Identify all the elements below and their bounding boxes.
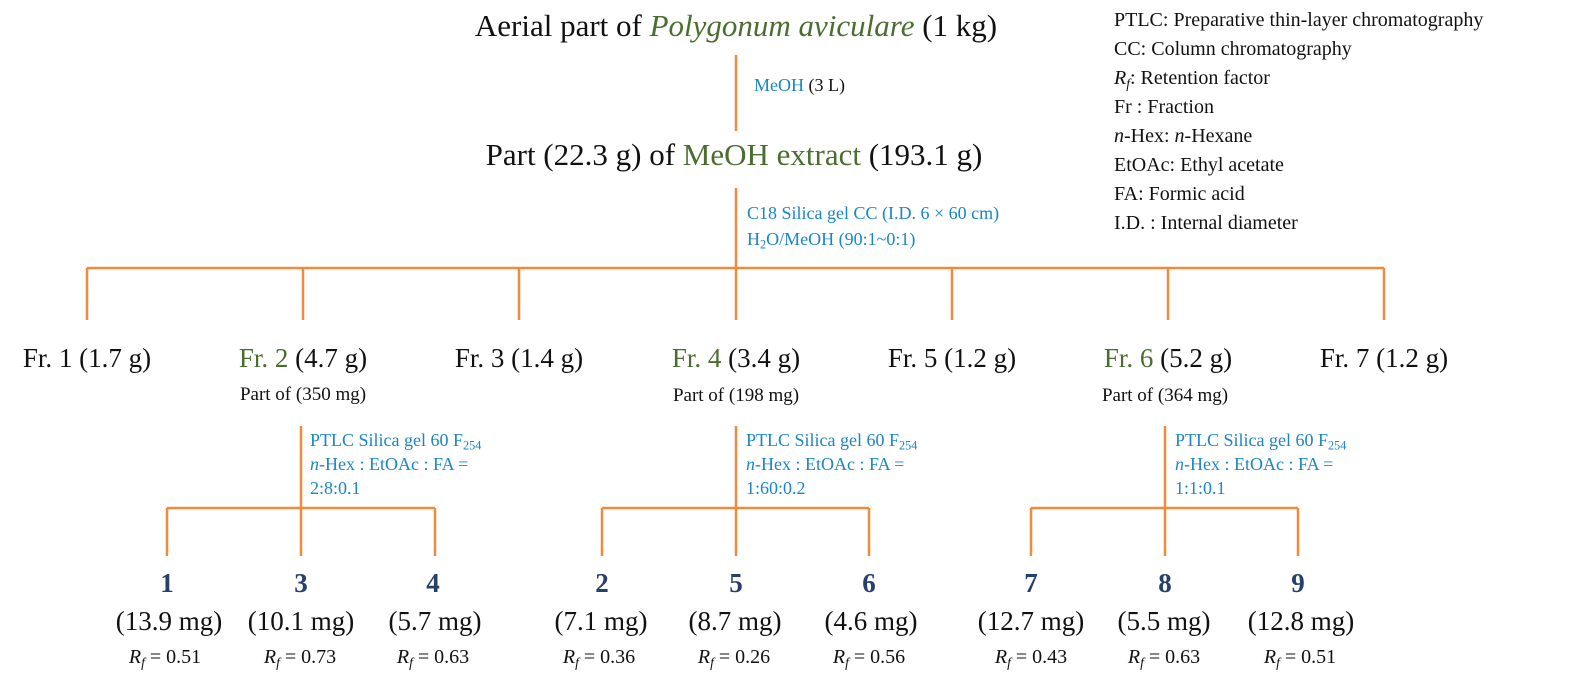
compound-5-rf: Rf = 0.26 — [697, 646, 771, 671]
compound-9-rf: Rf = 0.51 — [1263, 646, 1337, 671]
source-prefix: Aerial part of — [474, 8, 650, 43]
compound-4-rf: Rf = 0.63 — [396, 646, 470, 671]
fraction-2-portion: Part of (350 mg) — [239, 384, 367, 405]
fraction-2: Fr. 2 (4.7 g) — [238, 343, 368, 373]
legend-cc: CC: Column chromatography — [1114, 38, 1352, 60]
fraction-4: Fr. 4 (3.4 g) — [671, 343, 801, 373]
compound-1-mass: (13.9 mg) — [115, 606, 223, 636]
fraction-4-portion: Part of (198 mg) — [672, 385, 800, 406]
fraction-1: Fr. 1 (1.7 g) — [22, 343, 152, 373]
compound-3-mass: (10.1 mg) — [247, 606, 355, 636]
legend-ptlc: PTLC: Preparative thin-layer chromatogra… — [1114, 9, 1484, 31]
compound-7-rf: Rf = 0.43 — [994, 646, 1068, 671]
compound-2-id: 2 — [595, 568, 609, 598]
compound-3-rf: Rf = 0.73 — [263, 646, 337, 671]
extract-mass: (193.1 g) — [860, 137, 983, 172]
legend-rf: Rf: Retention factor — [1114, 67, 1270, 92]
compound-3-id: 3 — [294, 568, 308, 598]
ptlc-step-fr4: PTLC Silica gel 60 F254 n-Hex : EtOAc : … — [746, 430, 918, 498]
compound-4-mass: (5.7 mg) — [388, 606, 482, 636]
compound-7-mass: (12.7 mg) — [977, 606, 1085, 636]
legend-fraction: Fr : Fraction — [1114, 96, 1214, 118]
extraction-volume: (3 L) — [804, 75, 845, 95]
source-material: Aerial part of Polygonum aviculare (1 kg… — [475, 8, 997, 44]
compound-1-id: 1 — [160, 568, 174, 598]
abbreviation-legend: PTLC: Preparative thin-layer chromatogra… — [1114, 6, 1483, 238]
legend-id: I.D. : Internal diameter — [1114, 212, 1298, 234]
legend-fa: FA: Formic acid — [1114, 183, 1245, 205]
legend-nhex: n-Hex: n-Hexane — [1114, 125, 1253, 147]
extract-name: MeOH extract — [682, 137, 861, 172]
compound-6-rf: Rf = 0.56 — [832, 646, 906, 671]
column-description: C18 Silica gel CC (I.D. 6 × 60 cm) — [747, 203, 1000, 223]
compound-2-mass: (7.1 mg) — [554, 606, 648, 636]
extraction-step: MeOH (3 L) — [754, 75, 845, 96]
fraction-7: Fr. 7 (1.2 g) — [1319, 343, 1449, 373]
ptlc-step-fr6: PTLC Silica gel 60 F254 n-Hex : EtOAc : … — [1175, 430, 1347, 498]
compound-9-mass: (12.8 mg) — [1247, 606, 1355, 636]
fraction-5: Fr. 5 (1.2 g) — [887, 343, 1017, 373]
compound-5-mass: (8.7 mg) — [688, 606, 782, 636]
species-name: Polygonum aviculare — [649, 8, 915, 43]
compound-2-rf: Rf = 0.36 — [562, 646, 636, 671]
fraction-3: Fr. 3 (1.4 g) — [454, 343, 584, 373]
extract-prefix: Part (22.3 g) of — [485, 137, 683, 172]
compound-8-mass: (5.5 mg) — [1117, 606, 1211, 636]
legend-etoac: EtOAc: Ethyl acetate — [1114, 154, 1284, 176]
compound-1-rf: Rf = 0.51 — [128, 646, 202, 671]
compound-6-id: 6 — [862, 568, 876, 598]
column-eluent: H2O/MeOH (90:1~0:1) — [747, 229, 916, 252]
extraction-solvent: MeOH — [754, 75, 804, 95]
compound-7-id: 7 — [1024, 568, 1038, 598]
compound-5-id: 5 — [729, 568, 743, 598]
source-mass: (1 kg) — [914, 8, 998, 43]
compound-8-rf: Rf = 0.63 — [1127, 646, 1201, 671]
compound-4-id: 4 — [426, 568, 440, 598]
column-step: C18 Silica gel CC (I.D. 6 × 60 cm) H2O/M… — [747, 200, 999, 252]
compound-9-id: 9 — [1291, 568, 1305, 598]
fraction-6: Fr. 6 (5.2 g) — [1103, 343, 1233, 373]
extract-node: Part (22.3 g) of MeOH extract (193.1 g) — [486, 137, 983, 173]
ptlc-step-fr2: PTLC Silica gel 60 F254 n-Hex : EtOAc : … — [310, 430, 482, 498]
compound-8-id: 8 — [1158, 568, 1172, 598]
fraction-6-portion: Part of (364 mg) — [1101, 385, 1229, 406]
compound-6-mass: (4.6 mg) — [824, 606, 918, 636]
